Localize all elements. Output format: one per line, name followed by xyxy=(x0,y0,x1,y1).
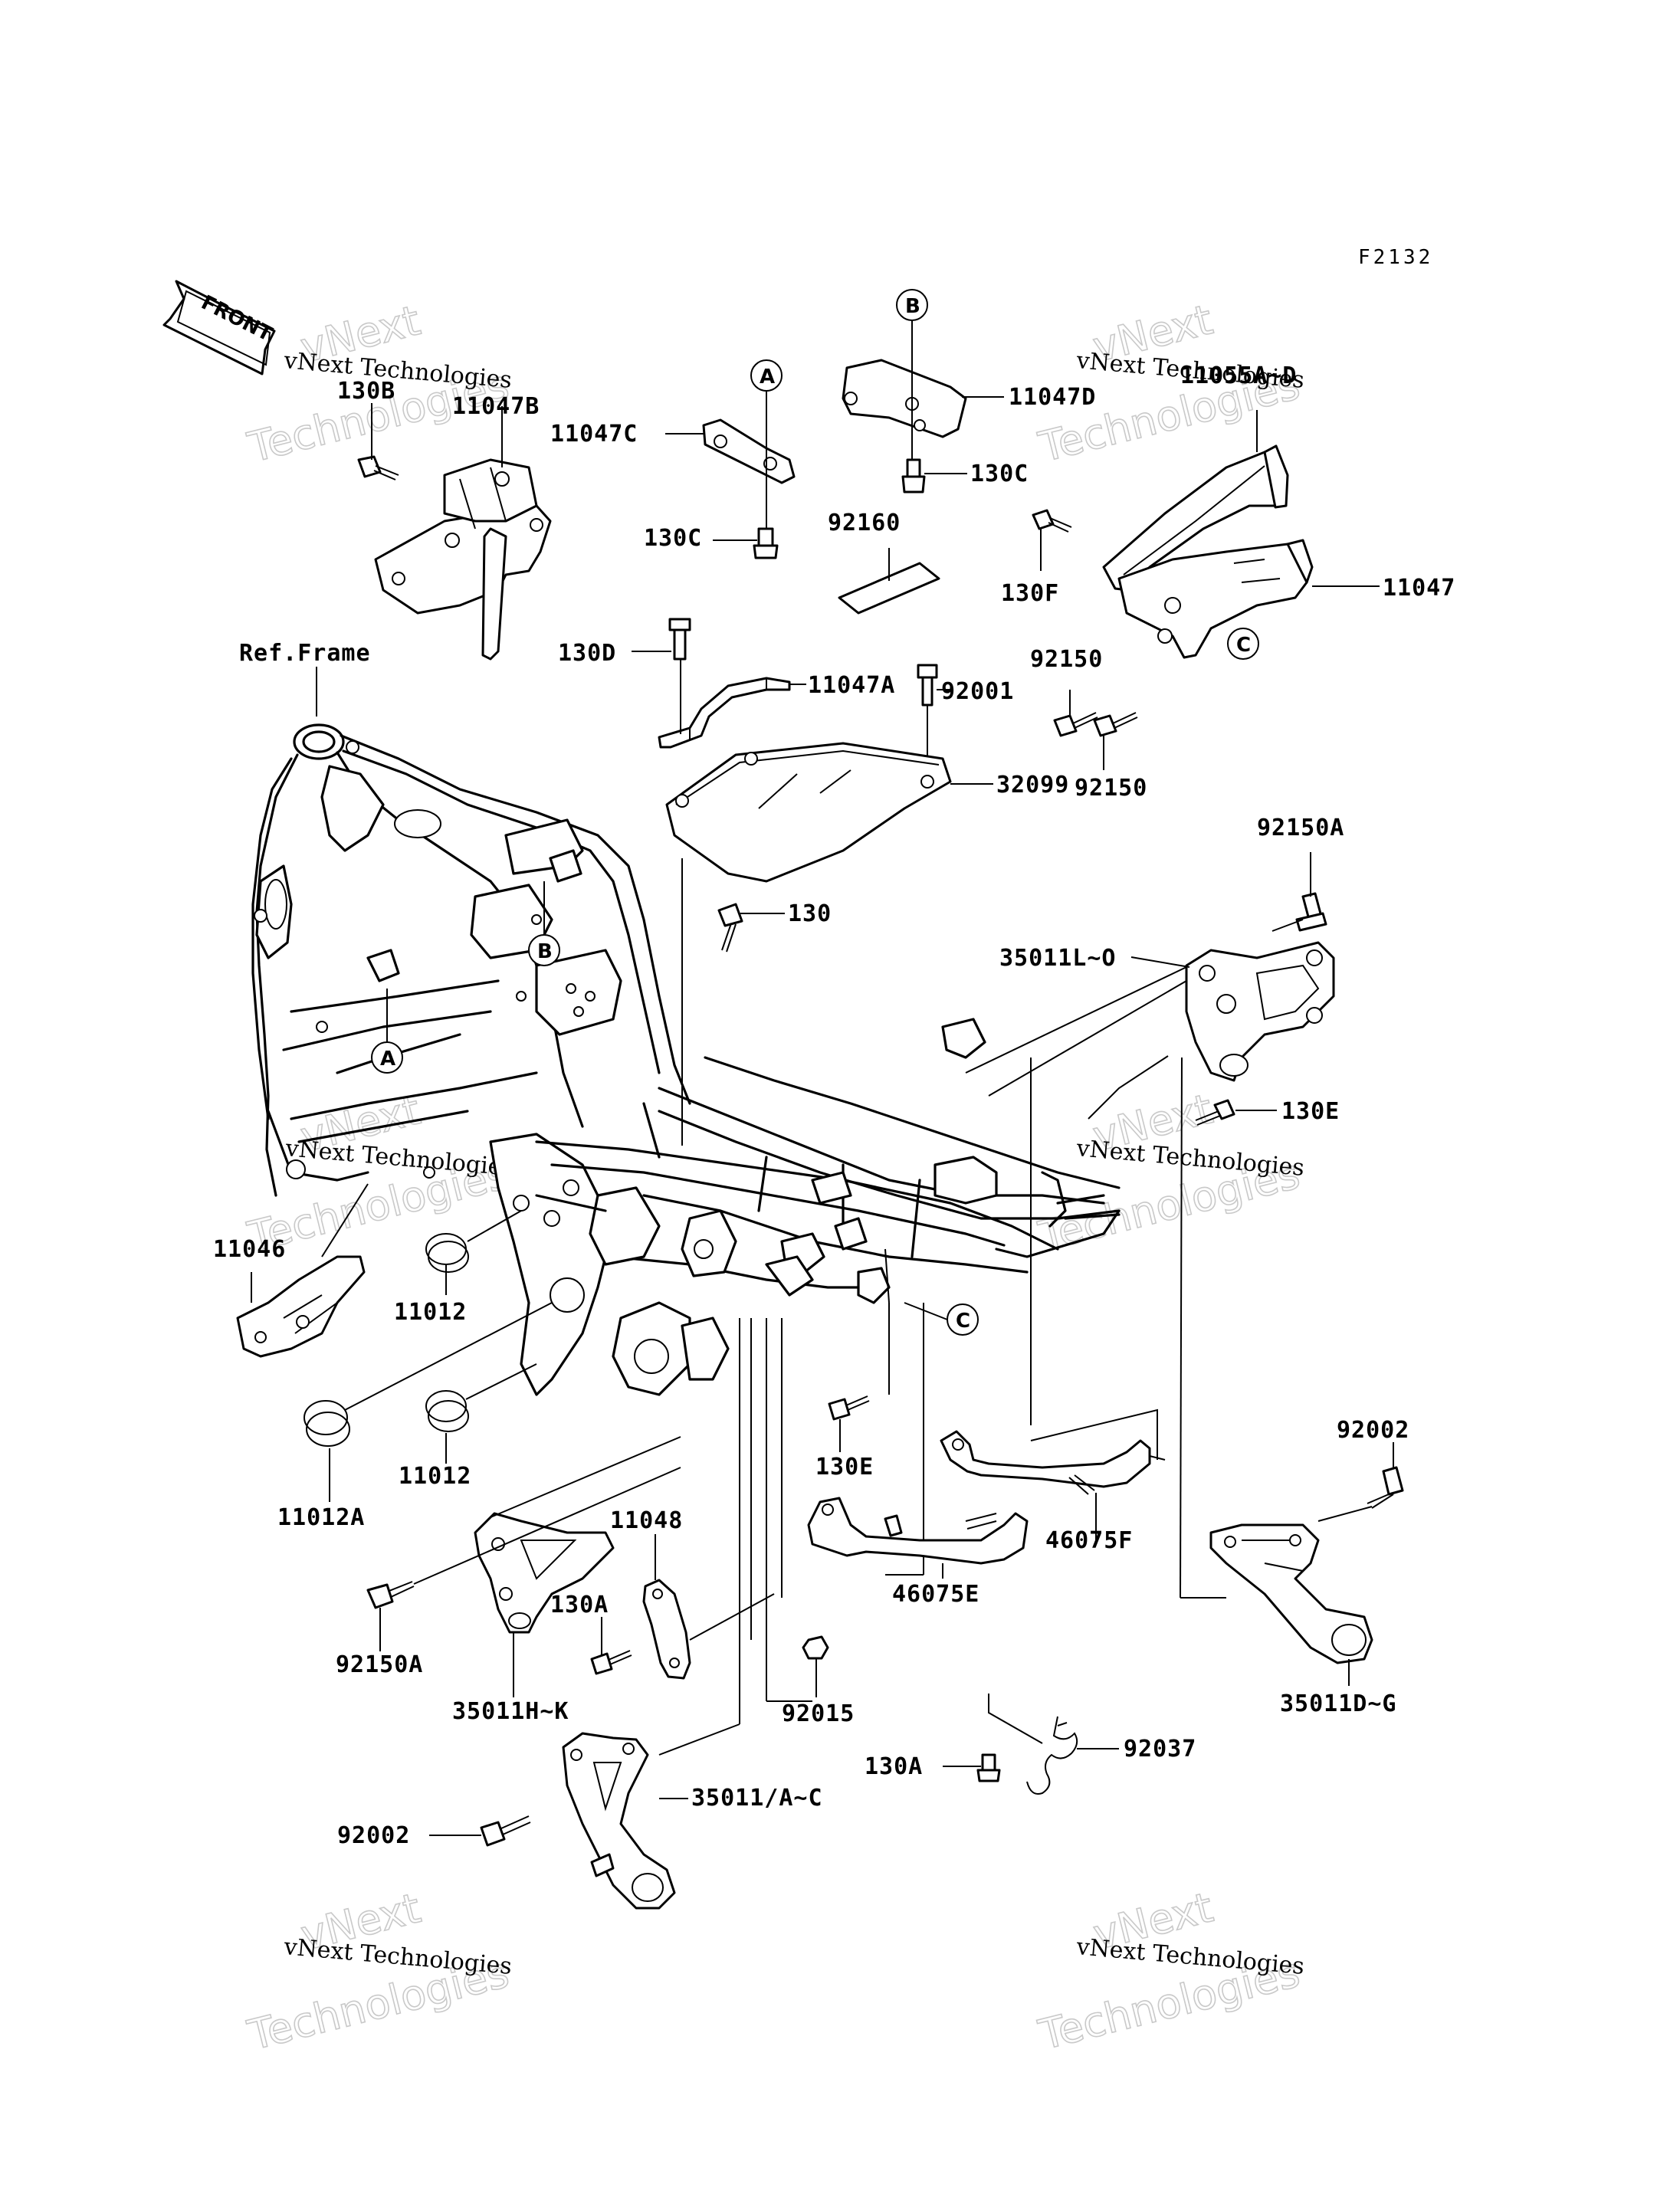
label-35011h-k: 35011H~K xyxy=(452,1698,569,1725)
watermark-bottom-right: vNext Technologies vNext Technologies xyxy=(1033,1883,1305,2061)
svg-text:C: C xyxy=(956,1310,970,1333)
label-92001: 92001 xyxy=(941,678,1014,705)
label-11047a: 11047A xyxy=(808,672,895,699)
footrest-35011h-k xyxy=(474,1512,615,1634)
label-35011d-g: 35011D~G xyxy=(1280,1690,1397,1717)
label-130c-lower: 130C xyxy=(644,525,702,552)
label-130d: 130D xyxy=(558,640,616,667)
label-92015: 92015 xyxy=(782,1700,855,1727)
label-11055: 11055A~D xyxy=(1180,362,1298,389)
bolt-130f xyxy=(1032,509,1072,533)
label-92037: 92037 xyxy=(1124,1736,1196,1763)
watermark-text: vNext Technologies xyxy=(282,1933,513,1980)
label-130c-upper: 130C xyxy=(970,461,1029,487)
figure-code: F2132 xyxy=(1358,246,1433,269)
bolt-92001 xyxy=(917,664,938,707)
bolt-130e-right xyxy=(1195,1099,1235,1126)
label-11047d: 11047D xyxy=(1009,384,1096,411)
bracket-11048 xyxy=(642,1579,691,1680)
cover-11046 xyxy=(236,1255,366,1358)
plug-11012-lower xyxy=(425,1390,469,1432)
label-92150-a: 92150 xyxy=(1030,646,1103,673)
spring-92037 xyxy=(1026,1716,1078,1795)
svg-text:A: A xyxy=(760,366,775,389)
label-92160: 92160 xyxy=(828,510,901,536)
label-11047b: 11047B xyxy=(452,393,540,420)
label-11046: 11046 xyxy=(213,1236,286,1263)
tray-32099 xyxy=(665,742,952,883)
label-11012a: 11012A xyxy=(277,1504,365,1531)
bolt-92150-a xyxy=(1053,712,1098,737)
front-arrow-icon: FRONT xyxy=(162,280,276,375)
label-11012-lower: 11012 xyxy=(399,1463,471,1490)
marker-circle-b-top: B xyxy=(896,289,928,321)
watermark-bottom-left: vNext Technologies vNext Technologies xyxy=(242,1883,514,2060)
label-92150a-top: 92150A xyxy=(1257,815,1344,841)
plug-11012-upper xyxy=(425,1233,469,1273)
label-11048: 11048 xyxy=(610,1507,683,1534)
bracket-11047b xyxy=(374,458,552,661)
bracket-11047c xyxy=(702,418,796,484)
label-130: 130 xyxy=(788,900,832,927)
bolt-92150a-top xyxy=(1295,892,1327,932)
plug-11012a xyxy=(304,1400,350,1447)
label-92002-left: 92002 xyxy=(337,1822,410,1849)
ref-frame-label: Ref.Frame xyxy=(239,640,371,667)
nut-92015 xyxy=(802,1635,829,1660)
bolt-92002-right xyxy=(1367,1466,1404,1509)
bracket-46075e xyxy=(807,1497,1029,1565)
label-92150a-bottom: 92150A xyxy=(336,1651,423,1678)
label-11047c: 11047C xyxy=(550,421,638,448)
bolt-130e-mid xyxy=(828,1395,870,1421)
label-46075f: 46075F xyxy=(1045,1527,1133,1554)
footrest-bracket-35011l-o xyxy=(1185,941,1335,1082)
label-130b: 130B xyxy=(337,378,395,405)
label-11047: 11047 xyxy=(1383,575,1455,602)
bolt-130a-lower xyxy=(976,1753,1001,1782)
label-46075e: 46075E xyxy=(892,1581,979,1608)
bracket-11047 xyxy=(1117,539,1314,659)
bolt-92002-left xyxy=(480,1815,531,1847)
svg-text:B: B xyxy=(905,295,920,318)
bolt-92150a-bottom xyxy=(366,1581,415,1609)
marker-circle-a-frame: A xyxy=(371,1041,403,1074)
svg-text:A: A xyxy=(380,1048,395,1071)
pad-92160 xyxy=(838,562,940,615)
label-35011-a-c: 35011/A~C xyxy=(691,1785,823,1812)
footrest-35011-a-c xyxy=(562,1732,676,1910)
footrest-35011d-g xyxy=(1209,1523,1373,1664)
label-130a-lower: 130A xyxy=(865,1753,923,1780)
label-32099: 32099 xyxy=(996,772,1069,798)
svg-text:B: B xyxy=(537,940,553,963)
bolt-130b xyxy=(357,455,399,480)
bolt-130a-upper xyxy=(590,1650,632,1675)
bolt-130d xyxy=(668,618,691,661)
label-92002-right: 92002 xyxy=(1337,1417,1409,1444)
watermark-mid-left: vNext Technologies vNext Technologies xyxy=(242,1085,514,1262)
bracket-11047d xyxy=(842,359,967,438)
label-92150-b: 92150 xyxy=(1075,775,1147,802)
bolt-130c-lower xyxy=(753,527,779,559)
label-130e-right: 130E xyxy=(1281,1098,1340,1125)
label-130f: 130F xyxy=(1001,580,1059,607)
bracket-11047a xyxy=(658,677,791,749)
bolt-130 xyxy=(717,903,743,953)
marker-circle-b-frame: B xyxy=(528,934,560,966)
bolt-92150-b xyxy=(1093,712,1138,737)
bolt-130c-upper xyxy=(901,458,926,494)
label-130a-upper: 130A xyxy=(550,1592,609,1618)
label-35011l-o: 35011L~O xyxy=(999,945,1117,972)
label-130e-mid: 130E xyxy=(815,1454,874,1481)
bracket-46075f xyxy=(940,1430,1151,1495)
marker-circle-c-top: C xyxy=(1227,628,1259,660)
watermark-text: vNext Technologies xyxy=(284,1135,514,1182)
label-11012-upper: 11012 xyxy=(394,1299,467,1326)
svg-text:C: C xyxy=(1236,634,1251,657)
marker-circle-c-frame: C xyxy=(947,1303,979,1336)
main-frame xyxy=(251,723,1121,1396)
marker-circle-a-top: A xyxy=(750,359,783,392)
